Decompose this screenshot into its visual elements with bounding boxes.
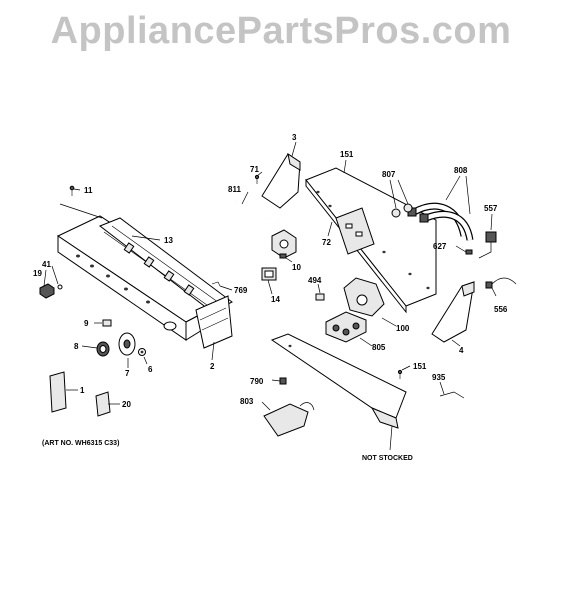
label-72: 72 — [322, 238, 331, 247]
part-clip-494 — [315, 293, 325, 301]
not-stocked-note: NOT STOCKED — [362, 455, 413, 462]
label-811: 811 — [228, 185, 241, 194]
part-knob-19 — [39, 283, 55, 299]
label-803: 803 — [240, 397, 254, 406]
part-clip-41 — [57, 284, 63, 290]
part-inlet-hoses-808 — [407, 202, 474, 241]
label-14: 14 — [271, 295, 280, 304]
label-790: 790 — [250, 377, 264, 386]
part-knob-8 — [96, 341, 110, 357]
label-13: 13 — [164, 236, 173, 245]
label-935: 935 — [432, 373, 446, 382]
part-screw-11 — [69, 185, 75, 196]
label-9: 9 — [84, 319, 89, 328]
part-dial-7 — [118, 332, 136, 356]
label-11: 11 — [84, 186, 93, 195]
label-20: 20 — [122, 400, 131, 409]
part-valve-805 — [325, 311, 367, 343]
leader-lines — [43, 141, 497, 451]
part-labels: 11 13 41 19 9 8 7 6 1 20 2 769 71 811 3 … — [33, 133, 508, 409]
part-wire-935 — [439, 391, 465, 399]
label-556: 556 — [494, 305, 508, 314]
part-harness-556 — [485, 277, 517, 289]
label-805: 805 — [372, 343, 386, 352]
backsplash-panel-72 — [305, 167, 437, 314]
part-screw-71 — [254, 174, 260, 184]
part-ring-6 — [138, 348, 146, 356]
label-10: 10 — [292, 263, 301, 272]
control-panel-backing — [98, 217, 233, 313]
label-8: 8 — [74, 342, 79, 351]
label-1: 1 — [80, 386, 85, 395]
label-7: 7 — [125, 369, 130, 378]
part-switch-14 — [261, 267, 277, 281]
part-screw-151-lower — [397, 369, 403, 379]
label-3: 3 — [292, 133, 297, 142]
part-end-cap-3 — [261, 152, 301, 209]
part-board-803 — [263, 402, 315, 437]
label-71: 71 — [250, 165, 259, 174]
label-808: 808 — [454, 166, 468, 175]
art-number: (ART NO. WH6315 C33) — [42, 440, 119, 447]
label-2: 2 — [210, 362, 215, 371]
label-151-lower: 151 — [413, 362, 427, 371]
part-timer-100 — [343, 277, 385, 317]
part-nut-627 — [465, 249, 473, 255]
part-connector-557 — [478, 231, 497, 259]
label-627: 627 — [433, 242, 447, 251]
label-6: 6 — [148, 365, 153, 374]
label-769: 769 — [234, 286, 248, 295]
part-manual-1 — [49, 371, 67, 413]
label-100: 100 — [396, 324, 410, 333]
part-clip-790 — [279, 377, 287, 385]
label-151-top: 151 — [340, 150, 354, 159]
part-clip-769 — [211, 281, 221, 287]
watermark-text: AppliancePartsPros.com — [50, 10, 512, 52]
part-hose-811 — [235, 201, 279, 223]
label-41: 41 — [42, 260, 51, 269]
label-19: 19 — [33, 269, 42, 278]
part-card-20 — [95, 391, 111, 417]
label-4: 4 — [459, 346, 464, 355]
part-pressure-switch-10 — [271, 229, 297, 259]
label-807: 807 — [382, 170, 396, 179]
part-end-cap-4 — [431, 281, 475, 343]
label-557: 557 — [484, 204, 498, 213]
panel-bracket — [195, 295, 233, 349]
part-rear-shield — [270, 333, 407, 429]
label-494: 494 — [308, 276, 322, 285]
part-button-9 — [102, 319, 112, 327]
